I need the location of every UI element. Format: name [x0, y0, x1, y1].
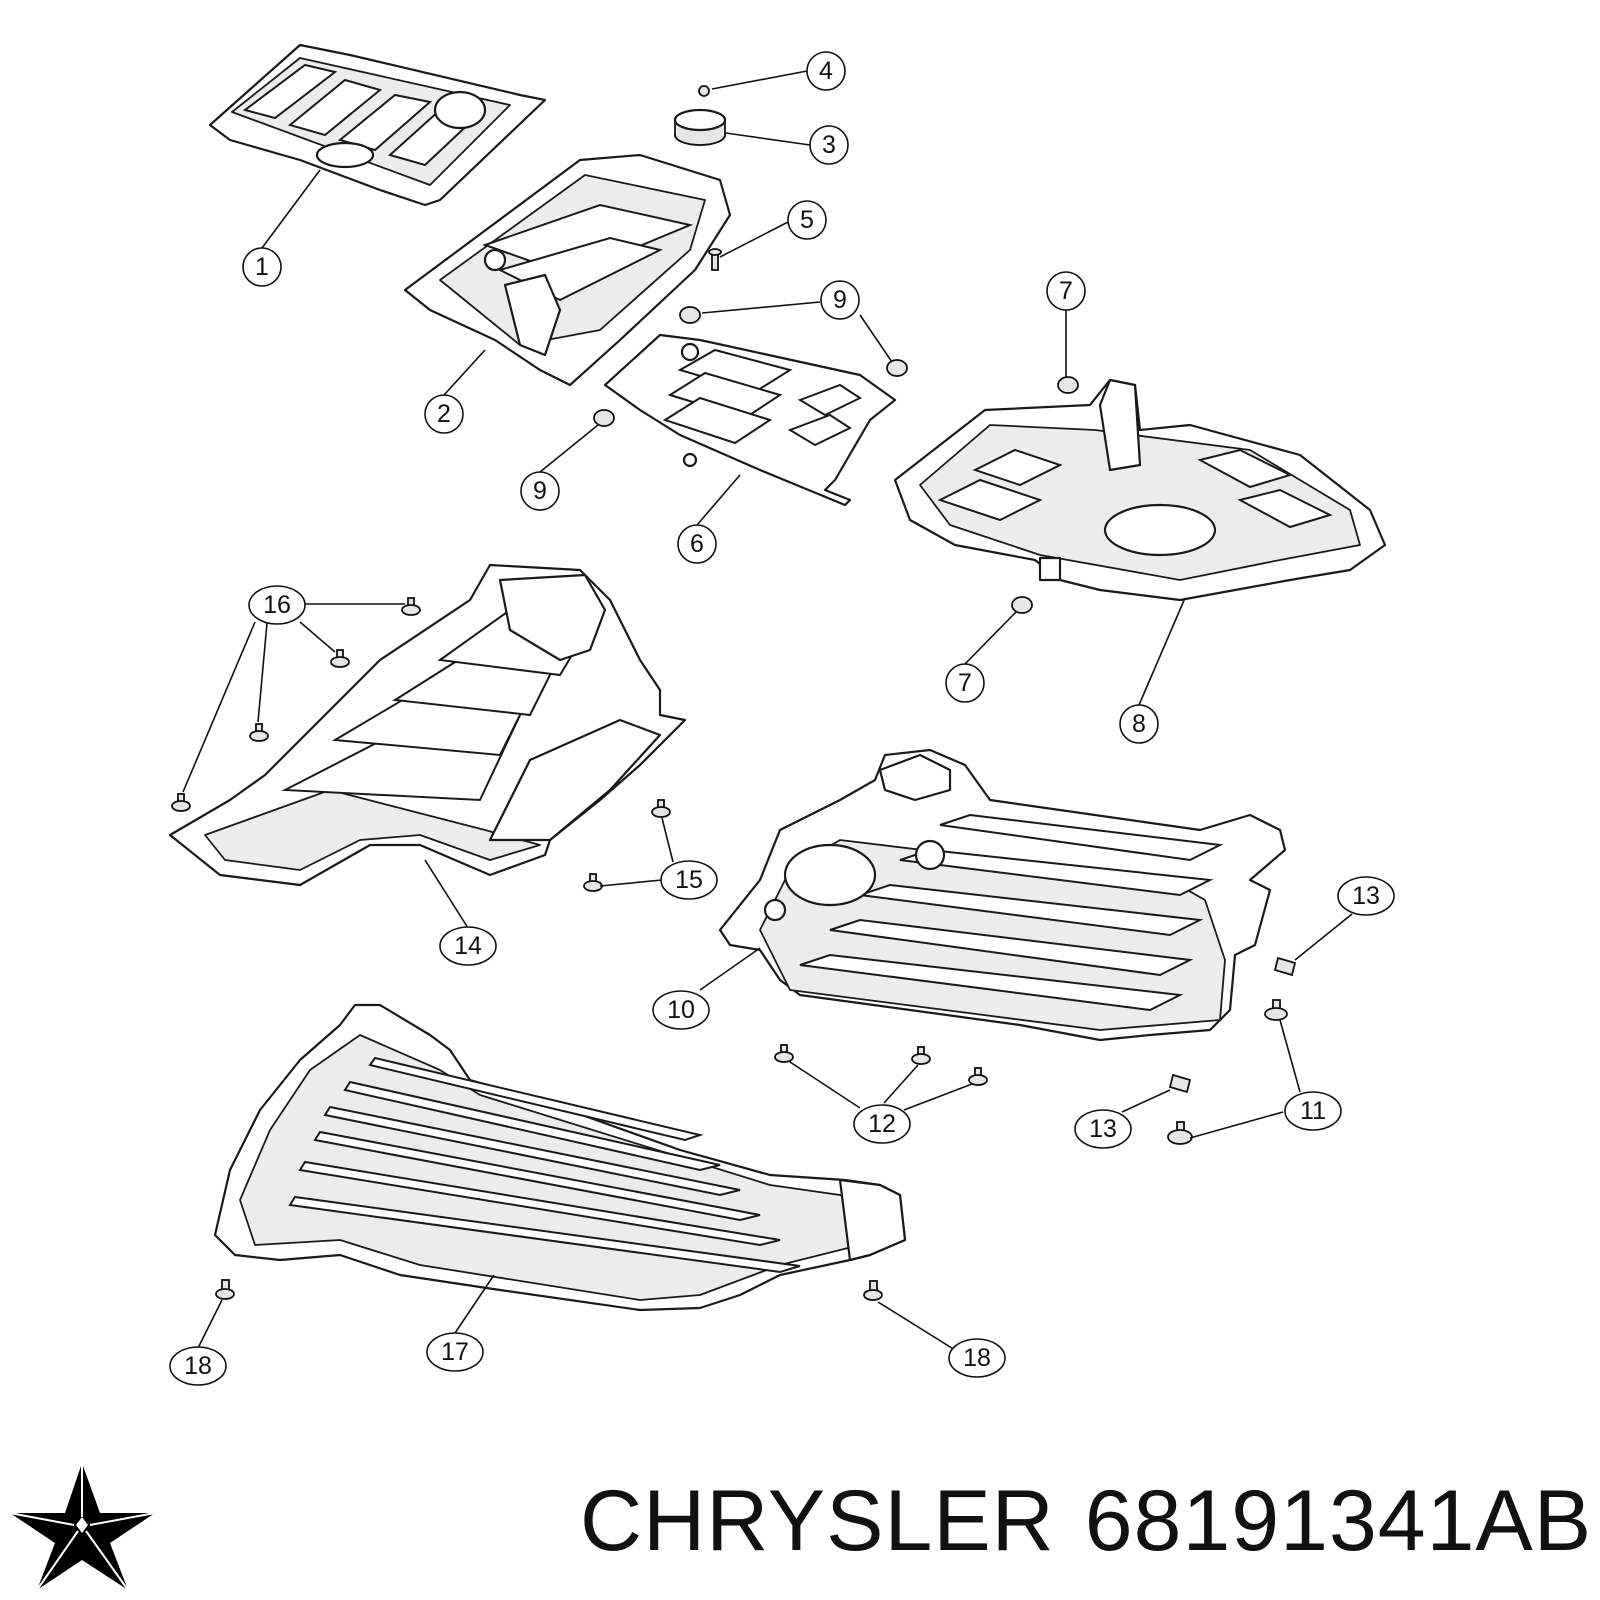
part-16-bolt-b	[330, 649, 350, 668]
svg-text:9: 9	[833, 286, 847, 314]
part-9-fastener-c	[593, 409, 615, 427]
part-12-bolt-a	[774, 1044, 794, 1063]
svg-text:5: 5	[800, 206, 814, 234]
chrysler-pentastar-icon	[9, 1463, 156, 1591]
part-16-bolt-d	[171, 793, 191, 812]
callout-9a: 9	[820, 280, 860, 320]
part-15-bolt-b	[583, 873, 603, 892]
svg-text:12: 12	[868, 1110, 896, 1138]
part-10-center-skid-plate	[718, 748, 1287, 1042]
part-7-fastener-a	[1057, 376, 1079, 394]
part-2-heat-shield	[403, 153, 732, 387]
svg-text:18: 18	[184, 1352, 212, 1380]
callout-4: 4	[806, 51, 846, 91]
part-11-bolt-b	[1167, 1121, 1193, 1145]
callout-17: 17	[426, 1332, 484, 1372]
svg-text:9: 9	[533, 477, 547, 505]
callout-11: 11	[1284, 1091, 1342, 1131]
part-12-bolt-c	[968, 1067, 988, 1086]
callout-3: 3	[809, 125, 849, 165]
callout-12: 12	[853, 1104, 911, 1144]
svg-text:4: 4	[819, 57, 833, 85]
callout-7b: 7	[945, 663, 985, 703]
part-18-clip-a	[215, 1279, 235, 1300]
part-14-front-skid-plate	[168, 563, 687, 887]
callout-13b: 13	[1074, 1109, 1132, 1149]
brand-name: CHRYSLER	[580, 1473, 1055, 1569]
part-16-bolt-a	[401, 597, 421, 616]
svg-text:10: 10	[667, 996, 695, 1024]
svg-text:13: 13	[1352, 882, 1380, 910]
part-1-skid-plate	[208, 43, 547, 207]
part-9-fastener-b	[886, 359, 908, 377]
svg-text:8: 8	[1132, 710, 1146, 738]
svg-text:3: 3	[822, 131, 836, 159]
part-9-fastener-a	[679, 306, 701, 324]
callout-14: 14	[439, 926, 497, 966]
part-13-clip-a	[1273, 956, 1297, 977]
svg-text:17: 17	[441, 1338, 469, 1366]
callout-15: 15	[660, 860, 718, 900]
part-3-bushing	[673, 108, 727, 146]
callout-1: 1	[242, 247, 282, 287]
svg-text:11: 11	[1300, 1097, 1326, 1125]
callout-18a: 18	[169, 1346, 227, 1386]
callout-7a: 7	[1046, 271, 1086, 311]
svg-text:13: 13	[1089, 1115, 1117, 1143]
part-16-bolt-c	[249, 723, 269, 742]
callout-18b: 18	[948, 1338, 1006, 1378]
svg-text:18: 18	[963, 1344, 991, 1372]
part-8-rear-shield	[893, 378, 1387, 602]
part-12-bolt-b	[911, 1046, 931, 1065]
part-5-bolt	[708, 248, 722, 271]
callout-16: 16	[248, 585, 306, 625]
part-4-nut	[698, 85, 710, 97]
svg-text:14: 14	[454, 932, 482, 960]
svg-text:6: 6	[690, 530, 704, 558]
leader-lines	[182, 70, 1353, 1351]
part-15-bolt-a	[651, 799, 671, 818]
svg-text:2: 2	[437, 400, 451, 428]
svg-text:7: 7	[958, 669, 972, 697]
part-number: 68191341AB	[1084, 1473, 1593, 1569]
svg-text:7: 7	[1059, 277, 1073, 305]
svg-text:16: 16	[263, 591, 291, 619]
part-17-long-skid-plate	[213, 1003, 907, 1312]
callout-9b: 9	[520, 471, 560, 511]
callout-6: 6	[677, 524, 717, 564]
part-18-clip-b	[863, 1280, 883, 1301]
callout-2: 2	[424, 394, 464, 434]
svg-text:1: 1	[255, 253, 269, 281]
callout-8: 8	[1119, 704, 1159, 744]
callout-5: 5	[787, 200, 827, 240]
callout-10: 10	[652, 990, 710, 1030]
part-6-bracket	[603, 333, 897, 507]
part-11-bolt-a	[1264, 999, 1288, 1021]
callout-13a: 13	[1337, 876, 1395, 916]
part-7-fastener-b	[1011, 596, 1033, 614]
part-13-clip-b	[1168, 1073, 1192, 1094]
svg-text:15: 15	[675, 866, 703, 894]
parts-diagram: 1 2 3 4 5 6 7 7 8 9 9 10 11 12 13 13 14 …	[168, 43, 1395, 1386]
